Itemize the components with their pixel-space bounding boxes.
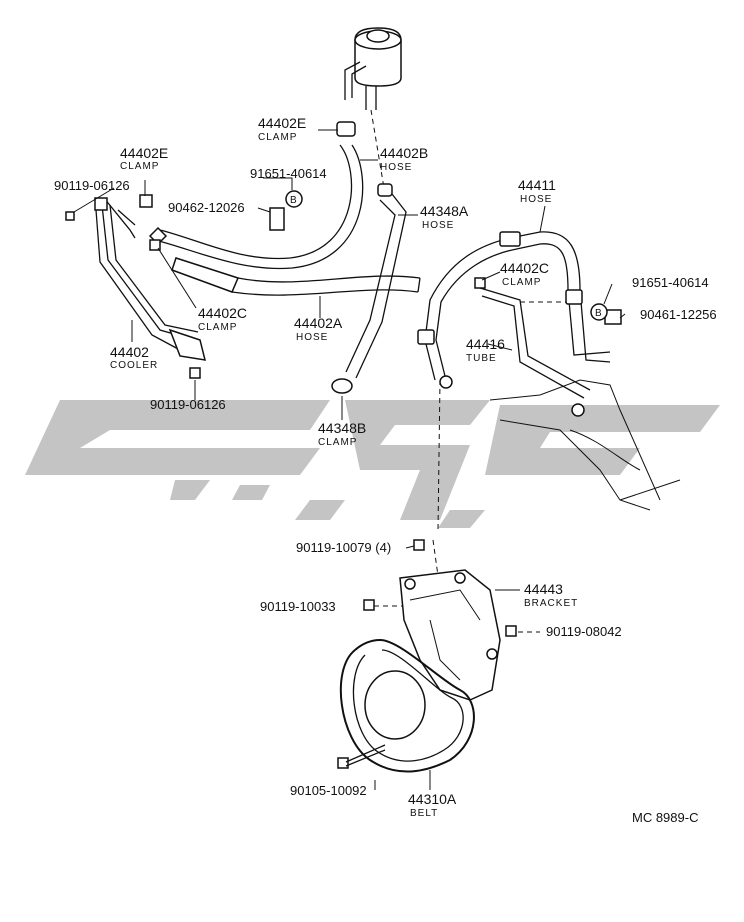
part-number: 44348A	[420, 203, 469, 219]
part-name: BELT	[410, 808, 438, 819]
label-44310a: 44310A BELT	[408, 791, 457, 819]
label-90461: 90461-12256	[640, 307, 717, 322]
cooler-44402-drawing	[94, 197, 207, 361]
label-90462: 90462-12026	[168, 200, 245, 215]
callout-b-1-letter: B	[290, 195, 298, 206]
label-44402b: 44402B HOSE	[380, 145, 428, 173]
label-44348b: 44348B CLAMP	[318, 420, 366, 448]
part-name: BRACKET	[524, 598, 578, 609]
part-number: 90119-06126	[54, 178, 130, 193]
label-44402e-left: 44402E CLAMP	[120, 145, 168, 172]
part-number: 44402B	[380, 145, 428, 161]
diagram-code: MC 8989-C	[632, 810, 698, 825]
hose-44411-drawing	[417, 231, 611, 389]
label-44416: 44416 TUBE	[466, 336, 505, 364]
part-name: HOSE	[380, 162, 412, 173]
part-number: 44402C	[500, 260, 549, 276]
part-number: 44402E	[120, 145, 168, 161]
part-number: 91651-40614	[632, 275, 709, 290]
steering-gear-drawing	[489, 379, 681, 511]
label-90119-06126-bottom: 90119-06126	[150, 397, 226, 412]
part-name: CLAMP	[120, 161, 159, 172]
part-number: 44402C	[198, 305, 247, 321]
hose-44402b-drawing	[148, 121, 364, 270]
watermark	[25, 400, 720, 528]
callout-b-1: B	[285, 190, 303, 208]
part-number: 44416	[466, 336, 505, 352]
label-44348a: 44348A HOSE	[420, 203, 469, 231]
label-90119-06126-top: 90119-06126	[54, 178, 130, 193]
leader-lines	[73, 129, 626, 790]
part-number: 90119-06126	[150, 397, 226, 412]
part-number: 44310A	[408, 791, 457, 807]
tube-44416-drawing	[479, 287, 591, 417]
hose-44348a-drawing	[331, 183, 407, 394]
hose-44402a-drawing	[171, 257, 421, 296]
part-name: HOSE	[520, 194, 552, 205]
label-44402a: 44402A HOSE	[294, 315, 343, 343]
part-name: TUBE	[466, 353, 497, 364]
label-90119-10079: 90119-10079 (4)	[296, 540, 391, 555]
part-number: 90462-12026	[168, 200, 245, 215]
part-number: 91651-40614	[250, 166, 327, 181]
part-name: HOSE	[296, 332, 328, 343]
part-number: 90119-08042	[546, 624, 622, 639]
part-name: CLAMP	[198, 322, 237, 333]
label-91651-upper: 91651-40614	[250, 166, 327, 181]
label-91651-right: 91651-40614	[632, 275, 709, 290]
part-name: CLAMP	[318, 437, 357, 448]
callout-b-2: B	[590, 303, 608, 321]
part-number: 90119-10033	[260, 599, 336, 614]
small-hardware	[65, 194, 622, 769]
part-number: 44443	[524, 581, 563, 597]
belt-44310a-drawing	[339, 638, 475, 773]
label-44411: 44411 HOSE	[518, 177, 556, 205]
part-number: 90119-10079 (4)	[296, 540, 391, 555]
label-44402c-right: 44402C CLAMP	[500, 260, 549, 288]
reservoir-drawing	[344, 27, 402, 110]
label-90119-10033: 90119-10033	[260, 599, 336, 614]
label-44402c-left: 44402C CLAMP	[198, 305, 247, 333]
part-name: HOSE	[422, 220, 454, 231]
part-name: CLAMP	[502, 277, 541, 288]
part-number: 90461-12256	[640, 307, 717, 322]
label-90119-08042: 90119-08042	[546, 624, 622, 639]
part-number: 44411	[518, 177, 556, 193]
callout-b-2-letter: B	[595, 308, 603, 319]
label-90105-10092: 90105-10092	[290, 783, 367, 798]
part-name: COOLER	[110, 360, 158, 371]
part-number: 44402A	[294, 315, 343, 331]
bracket-44443-drawing	[399, 569, 501, 701]
label-44402e-top: 44402E CLAMP	[258, 115, 306, 143]
part-number: 44402	[110, 344, 149, 360]
part-number: 44402E	[258, 115, 306, 131]
part-number: 90105-10092	[290, 783, 367, 798]
part-number: 44348B	[318, 420, 366, 436]
label-44443: 44443 BRACKET	[524, 581, 578, 609]
label-44402-cooler: 44402 COOLER	[110, 344, 158, 371]
part-name: CLAMP	[258, 132, 297, 143]
